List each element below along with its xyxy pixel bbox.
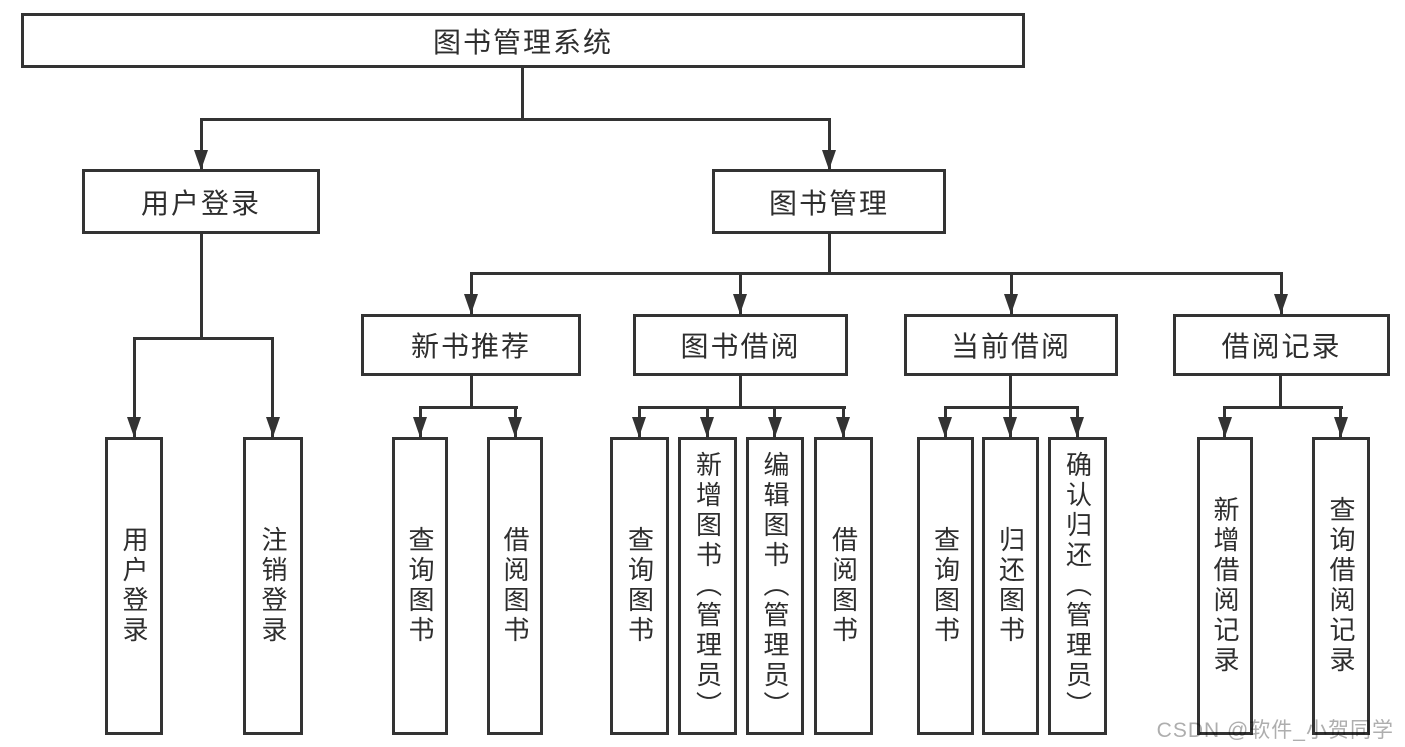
- connector-drop: [470, 272, 473, 314]
- node-label: 借阅图书: [828, 526, 859, 646]
- node-label: 注销登录: [258, 526, 288, 646]
- connector-drop: [828, 118, 831, 170]
- node-label: 图书管理系统: [432, 26, 613, 58]
- node-borrowing-records: 借阅记录: [1173, 314, 1390, 376]
- connector-drop: [133, 337, 136, 437]
- node-label: 图书管理: [768, 187, 889, 219]
- node-library-management-system: 图书管理系统: [21, 13, 1025, 68]
- arrowhead-down: [733, 294, 747, 314]
- arrowhead-down: [938, 417, 952, 437]
- arrowhead-down: [127, 417, 141, 437]
- arrowhead-down: [1274, 294, 1288, 314]
- arrowhead-down: [194, 150, 208, 170]
- leaf-add-books-admin: 新增图书（管理员）: [678, 437, 737, 735]
- leaf-recommend-query-books: 查询图书: [392, 437, 448, 735]
- connector-stem: [200, 234, 203, 340]
- connector-drop: [200, 118, 203, 170]
- leaf-user-login: 用户登录: [105, 437, 163, 735]
- arrowhead-down: [1334, 417, 1348, 437]
- connector-stem: [1009, 376, 1012, 409]
- connector-stem: [1279, 376, 1282, 409]
- node-label: 用户登录: [119, 526, 149, 646]
- connector-drop: [1010, 272, 1013, 314]
- connector-hbar: [470, 272, 1283, 275]
- node-label: 查询图书: [405, 526, 435, 646]
- connector-root-stem: [521, 68, 524, 121]
- arrowhead-down: [768, 417, 782, 437]
- node-label: 查询图书: [624, 526, 655, 646]
- leaf-query-borrowing-record: 查询借阅记录: [1312, 437, 1370, 735]
- arrowhead-down: [1004, 294, 1018, 314]
- leaf-add-borrowing-record: 新增借阅记录: [1197, 437, 1253, 735]
- connector-hbar: [638, 406, 846, 409]
- leaf-borrowing-query-books: 查询图书: [610, 437, 669, 735]
- connector-hbar: [1223, 406, 1343, 409]
- connector-drop: [1280, 272, 1283, 314]
- leaf-edit-books-admin: 编辑图书（管理员）: [746, 437, 804, 735]
- node-new-book-recommendation: 新书推荐: [361, 314, 581, 376]
- leaf-borrowing-borrow-books: 借阅图书: [814, 437, 873, 735]
- arrowhead-down: [464, 294, 478, 314]
- node-label: 当前借阅: [950, 331, 1071, 362]
- csdn-watermark: CSDN @软件_小贺同学: [1156, 719, 1394, 742]
- node-label: 图书借阅: [680, 331, 801, 362]
- node-current-borrowing: 当前借阅: [904, 314, 1118, 376]
- node-label: 归还图书: [995, 526, 1026, 646]
- node-label: 借阅图书: [500, 526, 530, 646]
- connector-root-hbar: [200, 118, 831, 121]
- node-label: 新增图书（管理员）: [692, 451, 723, 721]
- node-user-login-module: 用户登录: [82, 169, 320, 234]
- arrowhead-down: [266, 417, 280, 437]
- leaf-logout: 注销登录: [243, 437, 303, 735]
- node-label: 新书推荐: [410, 331, 531, 362]
- connector-drop: [271, 337, 274, 437]
- node-book-management-module: 图书管理: [712, 169, 946, 234]
- node-label: 新增借阅记录: [1210, 496, 1240, 676]
- leaf-confirm-return-admin: 确认归还（管理员）: [1048, 437, 1107, 735]
- leaf-recommend-borrow-books: 借阅图书: [487, 437, 543, 735]
- arrowhead-down: [632, 417, 646, 437]
- arrowhead-down: [822, 150, 836, 170]
- leaf-return-books: 归还图书: [982, 437, 1039, 735]
- connector-hbar: [419, 406, 518, 409]
- connector-stem: [828, 234, 831, 275]
- arrowhead-down: [1218, 417, 1232, 437]
- arrowhead-down: [700, 417, 714, 437]
- node-book-borrowing: 图书借阅: [633, 314, 848, 376]
- arrowhead-down: [413, 417, 427, 437]
- arrowhead-down: [1003, 417, 1017, 437]
- leaf-current-query-books: 查询图书: [917, 437, 974, 735]
- arrowhead-down: [1070, 417, 1084, 437]
- node-label: 借阅记录: [1221, 331, 1342, 362]
- node-label: 确认归还（管理员）: [1062, 451, 1093, 721]
- connector-stem: [470, 376, 473, 409]
- arrowhead-down: [508, 417, 522, 437]
- node-label: 查询图书: [930, 526, 961, 646]
- node-label: 查询借阅记录: [1326, 496, 1356, 676]
- connector-drop: [739, 272, 742, 314]
- node-label: 编辑图书（管理员）: [760, 451, 790, 721]
- node-label: 用户登录: [140, 187, 261, 219]
- arrowhead-down: [836, 417, 850, 437]
- connector-hbar: [133, 337, 274, 340]
- connector-stem: [739, 376, 742, 409]
